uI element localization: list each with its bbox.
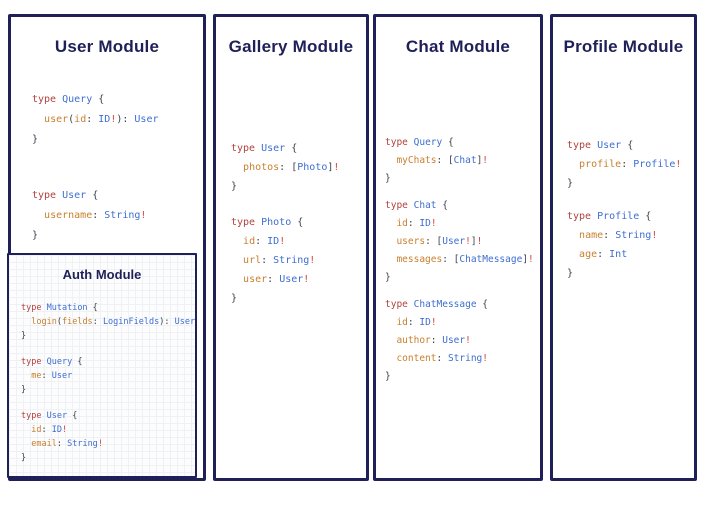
module-panel-chat: Chat Module type Query { myChats: [Chat]… — [373, 14, 543, 481]
module-title-profile: Profile Module — [563, 37, 684, 56]
module-panel-auth: Auth Module type Mutation { login(fields… — [7, 253, 197, 478]
module-panel-user: User Module type Query { user(id: ID!): … — [7, 14, 206, 481]
module-title-auth: Auth Module — [62, 267, 142, 282]
graphql-code-chat: type Query { myChats: [Chat]!}type Chat … — [385, 137, 534, 382]
graphql-code-gallery: type User { photos: [Photo]!}type Photo … — [231, 143, 340, 304]
module-title-user: User Module — [54, 37, 160, 56]
graphql-code-auth: type Mutation { login(fields: LoginField… — [21, 303, 196, 463]
graphql-code-user: type Query { user(id: ID!): User}type Us… — [32, 94, 159, 241]
graphql-code-profile: type User { profile: Profile!}type Profi… — [567, 140, 682, 279]
module-title-gallery: Gallery Module — [228, 37, 354, 56]
module-panel-profile: Profile Module type User { profile: Prof… — [550, 14, 697, 481]
module-panel-gallery: Gallery Module type User { photos: [Phot… — [213, 14, 369, 481]
module-title-chat: Chat Module — [405, 37, 511, 56]
